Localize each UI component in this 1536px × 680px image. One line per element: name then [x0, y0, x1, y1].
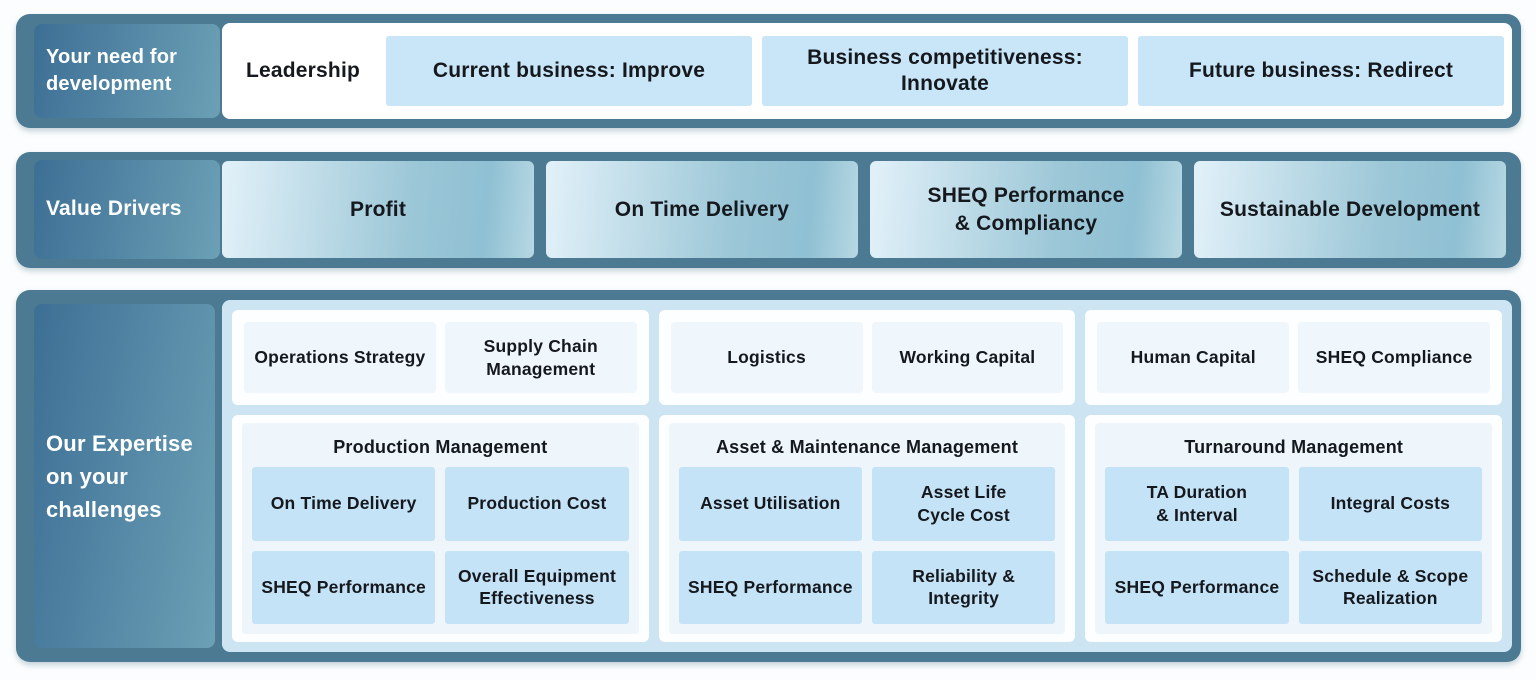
- cell-ta-duration-interval: TA Duration & Interval: [1105, 467, 1289, 541]
- our-expertise-label: Our Expertise on your challenges: [34, 304, 215, 648]
- chip-operations-strategy: Operations Strategy: [244, 322, 436, 393]
- group-asset-maintenance-management: Asset & Maintenance Management Asset Uti…: [668, 423, 1066, 634]
- need-for-development-band: Your need for development Leadership Cur…: [16, 14, 1521, 128]
- driver-on-time-delivery: On Time Delivery: [546, 161, 858, 258]
- driver-sustainable-development: Sustainable Development: [1194, 161, 1506, 258]
- expertise-column-turnaround: Human Capital SHEQ Compliance Turnaround…: [1085, 310, 1502, 642]
- expertise-column-asset-maintenance: Logistics Working Capital Asset & Mainte…: [658, 310, 1076, 642]
- chip-working-capital: Working Capital: [871, 322, 1064, 393]
- group-title-asset-maintenance-management: Asset & Maintenance Management: [715, 436, 1019, 457]
- group-title-production-management: Production Management: [333, 436, 548, 457]
- need-item-business-competitiveness: Business competitiveness: Innovate: [762, 36, 1128, 106]
- our-expertise-content: Operations Strategy Supply Chain Managem…: [222, 300, 1512, 652]
- group-turnaround-management: Turnaround Management TA Duration & Inte…: [1095, 423, 1492, 634]
- cell-asset-life-cycle-cost: Asset Life Cycle Cost: [871, 467, 1056, 541]
- group-panel-production: Production Management On Time Delivery P…: [232, 415, 649, 642]
- need-item-current-business: Current business: Improve: [386, 36, 752, 106]
- top-panel-production: Operations Strategy Supply Chain Managem…: [232, 310, 649, 405]
- top-panel-asset-maintenance: Logistics Working Capital: [658, 310, 1076, 405]
- cell-sheq-performance-turnaround: SHEQ Performance: [1105, 550, 1289, 624]
- group-production-management: Production Management On Time Delivery P…: [242, 423, 639, 634]
- group-panel-asset-maintenance: Asset & Maintenance Management Asset Uti…: [658, 415, 1076, 642]
- cell-integral-costs: Integral Costs: [1298, 467, 1482, 541]
- cell-reliability-integrity: Reliability & Integrity: [871, 550, 1056, 624]
- value-drivers-band: Value Drivers Profit On Time Delivery SH…: [16, 152, 1521, 268]
- chip-sheq-compliance: SHEQ Compliance: [1298, 322, 1490, 393]
- our-expertise-band: Our Expertise on your challenges Operati…: [16, 290, 1521, 662]
- driver-profit: Profit: [222, 161, 534, 258]
- expertise-column-production: Operations Strategy Supply Chain Managem…: [232, 310, 649, 642]
- cell-overall-equipment-effectiveness: Overall Equipment Effectiveness: [445, 550, 629, 624]
- driver-sheq-performance: SHEQ Performance & Compliancy: [870, 161, 1182, 258]
- cell-production-cost: Production Cost: [445, 467, 629, 541]
- top-panel-turnaround: Human Capital SHEQ Compliance: [1085, 310, 1502, 405]
- cell-schedule-scope-realization: Schedule & Scope Realization: [1298, 550, 1482, 624]
- need-band-label: Your need for development: [34, 24, 220, 118]
- cell-on-time-delivery: On Time Delivery: [252, 467, 436, 541]
- cell-sheq-performance-production: SHEQ Performance: [252, 550, 436, 624]
- need-item-future-business: Future business: Redirect: [1138, 36, 1504, 106]
- value-drivers-row: Profit On Time Delivery SHEQ Performance…: [222, 161, 1506, 258]
- group-grid-turnaround: TA Duration & Interval Integral Costs SH…: [1105, 467, 1482, 624]
- need-band-content: Leadership Current business: Improve Bus…: [222, 23, 1512, 119]
- value-drivers-label: Value Drivers: [34, 160, 220, 259]
- group-grid-production: On Time Delivery Production Cost SHEQ Pe…: [252, 467, 629, 624]
- chip-logistics: Logistics: [670, 322, 863, 393]
- cell-sheq-performance-asset: SHEQ Performance: [678, 550, 862, 624]
- group-panel-turnaround: Turnaround Management TA Duration & Inte…: [1085, 415, 1502, 642]
- chip-supply-chain-management: Supply Chain Management: [444, 322, 637, 393]
- cell-asset-utilisation: Asset Utilisation: [678, 467, 862, 541]
- group-title-turnaround-management: Turnaround Management: [1184, 436, 1404, 457]
- chip-human-capital: Human Capital: [1097, 322, 1290, 393]
- group-grid-asset-maintenance: Asset Utilisation Asset Life Cycle Cost …: [678, 467, 1056, 624]
- need-item-leadership: Leadership: [230, 36, 376, 106]
